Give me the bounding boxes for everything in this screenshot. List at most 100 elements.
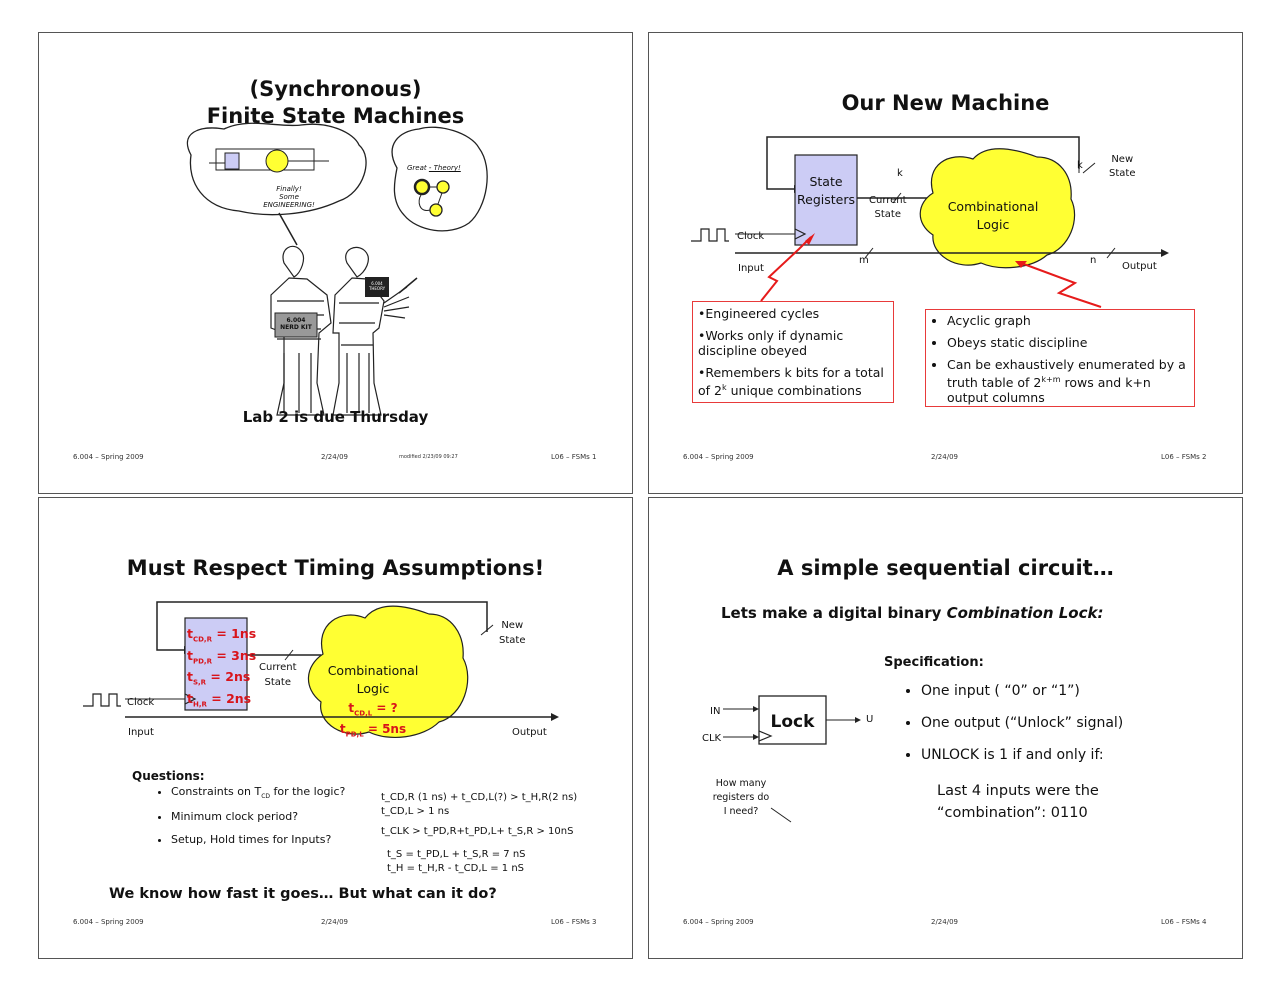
current-state-label-1: Current bbox=[869, 195, 907, 206]
combinational-logic-label-2: Logic bbox=[356, 681, 390, 696]
timing-block-diagram bbox=[83, 601, 559, 739]
slide-3-title: Must Respect Timing Assumptions! bbox=[126, 556, 545, 580]
tcdr-sub: CD,R bbox=[192, 635, 212, 644]
label-k-current: k bbox=[897, 168, 903, 179]
spec-bullet-output: One output (“Unlock” signal) bbox=[921, 714, 1123, 733]
how-many-line-2: registers do bbox=[712, 792, 770, 803]
book-label: 6.004 THEORY bbox=[368, 281, 386, 291]
right-thought-bubble bbox=[391, 126, 488, 232]
clock-label: Clock bbox=[737, 231, 765, 242]
lock-block-diagram bbox=[723, 695, 861, 823]
equation-4: t_S = t_PD,L + t_S,R = 7 nS bbox=[387, 849, 526, 860]
footer-page: L06 – FSMs 4 bbox=[1161, 918, 1207, 926]
questions-list: Constraints on TCD for the logic? Minimu… bbox=[157, 785, 381, 856]
output-label: Output bbox=[1122, 261, 1157, 272]
question-setup-hold: Setup, Hold times for Inputs? bbox=[171, 833, 381, 846]
footer-page: L06 – FSMs 2 bbox=[1161, 453, 1207, 461]
bubble-great-text: Great bbox=[407, 164, 427, 172]
tpdl-sub: PD,L bbox=[345, 730, 364, 739]
registers-properties-box: •Engineered cycles •Works only if dynami… bbox=[692, 301, 894, 403]
slide-4-title: A simple sequential circuit… bbox=[777, 556, 1114, 580]
how-many-line-3: I need? bbox=[723, 806, 759, 817]
output-label: Output bbox=[512, 727, 547, 738]
box-item-enumerated: Can be exhaustively enumerated by a trut… bbox=[947, 357, 1186, 391]
tcdl-sub: CD,L bbox=[354, 709, 373, 718]
equation-2: t_CD,L > 1 ns bbox=[381, 806, 450, 817]
box-item-enumerated-tail: rows and k+n output columns bbox=[947, 375, 1151, 406]
spec-bullet-unlock: UNLOCK is 1 if and only if: bbox=[921, 746, 1123, 765]
clock-label: Clock bbox=[127, 697, 155, 708]
state-registers-label-1: State bbox=[809, 174, 843, 189]
thr-value: = 2ns bbox=[206, 690, 252, 706]
questions-heading: Questions: bbox=[132, 769, 205, 783]
input-label: Input bbox=[738, 263, 764, 274]
timing-registers-block bbox=[184, 617, 248, 711]
new-state-label-2: State bbox=[1109, 168, 1136, 179]
combinational-logic-label-1: Combinational bbox=[327, 663, 419, 678]
tpdl-value: = 5ns bbox=[363, 722, 407, 737]
box-item-acyclic: Acyclic graph bbox=[947, 313, 1189, 328]
footer-course: 6.004 – Spring 2009 bbox=[73, 918, 144, 926]
lab-due-note: Lab 2 is due Thursday bbox=[242, 408, 429, 426]
footer-date: 2/24/09 bbox=[321, 918, 348, 926]
lock-u-label: U bbox=[866, 714, 874, 725]
slide-1: (Synchronous) Finite State Machines bbox=[38, 32, 633, 494]
closing-statement: We know how fast it goes… But what can i… bbox=[109, 886, 497, 902]
slide-2: Our New Machine State Registers k bbox=[648, 32, 1243, 494]
box-item-dynamic: •Works only if dynamic discipline obeyed bbox=[698, 328, 844, 358]
lock-in-label: IN bbox=[710, 706, 721, 717]
combinational-logic-label-2: Logic bbox=[976, 217, 1010, 232]
how-many-line-1: How many bbox=[715, 778, 767, 789]
thr-sub: H,R bbox=[192, 700, 207, 708]
footer-date: 2/24/09 bbox=[321, 453, 348, 461]
state-registers-block bbox=[794, 154, 858, 246]
tsr-sub: S,R bbox=[192, 678, 207, 687]
tcdl-value: = ? bbox=[372, 701, 398, 715]
left-thought-bubble bbox=[186, 122, 367, 216]
equation-1: t_CD,R (1 ns) + t_CD,L(?) > t_H,R(2 ns) bbox=[381, 792, 578, 803]
bubble-theory-text: - Theory! bbox=[428, 164, 461, 172]
input-label: Input bbox=[128, 727, 154, 738]
spec-bullet-list: One input ( “0” or “1”) One output (“Unl… bbox=[905, 682, 1123, 765]
specification-heading: Specification: bbox=[884, 655, 984, 670]
current-state-label-1: Current bbox=[259, 662, 297, 673]
combination-line-1: Last 4 inputs were the bbox=[937, 783, 1099, 799]
state-registers-label-2: Registers bbox=[797, 192, 855, 207]
theorist-figure bbox=[332, 246, 410, 416]
question-constraints-tail: for the logic? bbox=[270, 785, 346, 798]
label-n: n bbox=[1090, 255, 1097, 266]
tsr-value: = 2ns bbox=[206, 669, 251, 684]
footer-date: 2/24/09 bbox=[931, 918, 958, 926]
new-state-label-1: New bbox=[1111, 154, 1134, 165]
equation-5: t_H = t_H,R - t_CD,L = 1 nS bbox=[387, 863, 525, 874]
state-node-icon bbox=[413, 178, 431, 196]
slide-3: Must Respect Timing Assumptions! tCD,R =… bbox=[38, 497, 633, 959]
mini-register-icon bbox=[224, 152, 240, 170]
spec-bullet-input: One input ( “0” or “1”) bbox=[921, 682, 1123, 701]
bubble-finally-text: Finally! bbox=[276, 185, 302, 193]
tpdr-value: = 3ns bbox=[211, 647, 257, 663]
state-node-icon bbox=[436, 180, 450, 194]
new-state-label-2: State bbox=[499, 635, 526, 646]
label-m: m bbox=[859, 255, 869, 266]
nerd-kit-box bbox=[274, 312, 318, 338]
combinational-logic-label-1: Combinational bbox=[947, 199, 1039, 214]
engineer-figure bbox=[270, 245, 332, 416]
label-k-new: k bbox=[1077, 160, 1083, 171]
timing-logic-blob bbox=[307, 605, 469, 739]
logic-properties-box: Acyclic graph Obeys static discipline Ca… bbox=[925, 309, 1195, 407]
box-item-remembers: •Remembers k bits for a total of 2 bbox=[698, 365, 884, 399]
combinational-logic-blob bbox=[919, 148, 1076, 269]
box-item-static: Obeys static discipline bbox=[947, 335, 1189, 350]
slide-1-title-line-2: Finite State Machines bbox=[206, 104, 465, 128]
current-state-label-2: State bbox=[264, 677, 292, 688]
clock-waveform-icon bbox=[691, 228, 729, 242]
mini-logic-icon bbox=[265, 149, 289, 173]
cartoon-illustration bbox=[186, 122, 488, 416]
current-state-label-2: State bbox=[874, 209, 902, 220]
slide-2-title: Our New Machine bbox=[841, 91, 1050, 115]
slide-4: A simple sequential circuit… Lets make a… bbox=[648, 497, 1243, 959]
theory-book bbox=[365, 277, 389, 297]
box-item-remembers-tail: unique combinations bbox=[726, 383, 862, 399]
tpdr-sub: PD,R bbox=[192, 657, 212, 665]
